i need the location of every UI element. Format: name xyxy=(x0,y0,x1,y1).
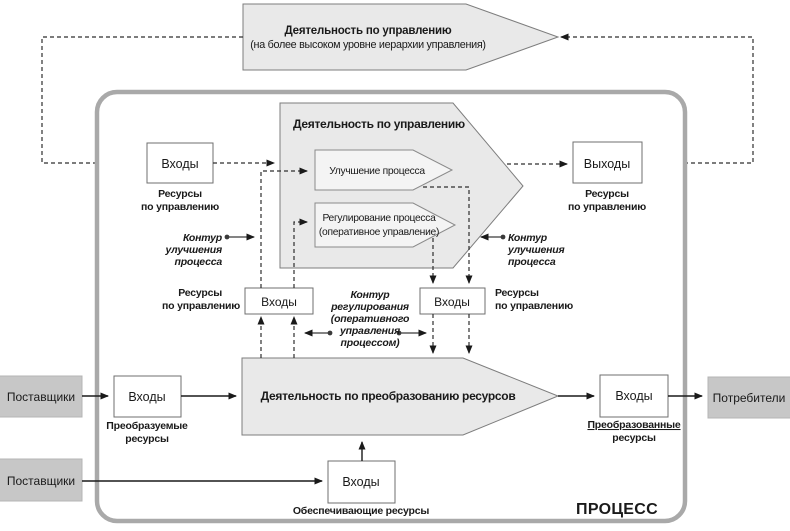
inputs-box-feedback-left-label: Входы xyxy=(261,295,297,309)
contour-regulation-right-dot xyxy=(396,330,402,336)
inputs-box-supporting-label: Входы xyxy=(342,475,379,489)
inputs-box-transformed-label: Входы xyxy=(615,389,652,403)
contour-regulation-left-dot xyxy=(327,330,333,336)
suppliers-box-1-label: Поставщики xyxy=(7,390,75,404)
management-activity-title: Деятельность по управлению xyxy=(293,117,465,131)
inputs-box-feedback-left xyxy=(244,287,314,315)
contour-improvement-right-line2: улучшения xyxy=(507,244,565,256)
process-title: ПРОЦЕСС xyxy=(576,501,658,518)
feedback-right-caption-line1: Ресурсы xyxy=(495,287,539,299)
inputs-box-transformed xyxy=(599,374,669,418)
supporting-caption: Обеспечивающие ресурсы xyxy=(293,505,430,517)
dashed-feedback-to-regulation xyxy=(293,218,308,288)
contour-improvement-right-line1: Контур xyxy=(508,232,548,244)
contour-improvement-right-dot xyxy=(500,234,506,240)
contour-improvement-left-line2: улучшения xyxy=(164,244,222,256)
feedback-left-caption-line1: Ресурсы xyxy=(178,287,222,299)
contour-regulation-line2: регулирования xyxy=(330,301,409,313)
outputs-caption-line1: Ресурсы xyxy=(585,188,629,200)
suppliers-box-2-label: Поставщики xyxy=(7,474,75,488)
inputs-box-management-top-label: Входы xyxy=(161,157,198,171)
outputs-caption-line2: по управлению xyxy=(568,201,646,213)
process-improvement-label: Улучшение процесса xyxy=(329,166,425,177)
inputs-box-feedback-right xyxy=(419,287,486,315)
inputs-box-feedback-right-label: Входы xyxy=(434,295,470,309)
feedback-left-caption-line2: по управлению xyxy=(162,300,240,312)
contour-improvement-right-line3: процесса xyxy=(508,256,556,268)
contour-regulation-line1: Контур xyxy=(351,289,391,301)
higher-management-arrow-shape xyxy=(242,3,560,71)
contour-improvement-left-line1: Контур xyxy=(183,232,223,244)
contour-regulation-line4: управления xyxy=(339,325,400,337)
higher-management-title: Деятельность по управлению xyxy=(285,25,452,37)
suppliers-box-1 xyxy=(0,375,83,418)
feedback-loop-left-dashed-line xyxy=(41,36,243,167)
feedback-right-caption-line2: по управлению xyxy=(495,300,573,312)
inputs-box-transformable xyxy=(113,375,182,418)
transformation-activity-arrow-shape xyxy=(241,357,560,436)
dashed-improvement-to-feedback-right xyxy=(423,186,473,284)
process-regulation-label-line1: Регулирование процесса xyxy=(322,213,436,224)
dashed-feedback-to-improvement xyxy=(260,167,308,288)
transformable-caption-line2: ресурсы xyxy=(125,433,169,445)
consumers-box xyxy=(707,376,790,419)
inputs-top-caption-line2: по управлению xyxy=(141,201,219,213)
transformation-activity-title: Деятельность по преобразованию ресурсов xyxy=(261,389,516,403)
contour-improvement-left-line3: процесса xyxy=(174,256,222,268)
transformable-caption-line1: Преобразуемые xyxy=(106,420,188,432)
inputs-box-transformable-label: Входы xyxy=(128,390,165,404)
process-regulation-arrow-shape xyxy=(314,202,457,248)
transformed-caption-line1: Преобразованные xyxy=(587,419,680,431)
inputs-box-supporting xyxy=(327,460,396,504)
process-improvement-arrow-shape xyxy=(314,149,454,191)
outputs-box-management-label: Выходы xyxy=(584,157,630,171)
higher-management-subtitle: (на более высоком уровне иерархии управл… xyxy=(250,39,485,51)
transformed-caption-line2: ресурсы xyxy=(612,432,656,444)
inputs-top-caption-line1: Ресурсы xyxy=(158,188,202,200)
feedback-loop-right-dashed-line xyxy=(560,33,754,164)
suppliers-box-2 xyxy=(0,458,83,502)
consumers-box-label: Потребители xyxy=(713,391,786,405)
process-regulation-label-line2: (оперативное управление) xyxy=(319,227,439,238)
outputs-box-management xyxy=(572,141,643,184)
contour-regulation-line5: процессом) xyxy=(341,337,401,349)
contour-regulation-line3: (оперативного xyxy=(331,313,410,325)
contour-improvement-left-dot xyxy=(224,234,230,240)
